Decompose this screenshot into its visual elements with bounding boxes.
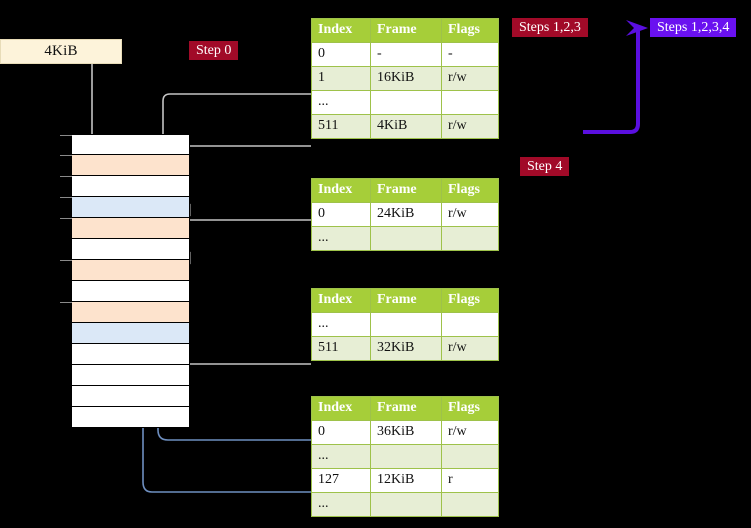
memory-frame-row (60, 134, 190, 155)
table-cell: ... (311, 312, 371, 337)
table-cell: 1 (311, 66, 371, 91)
table-cell: 0 (311, 202, 371, 227)
frame-size-banner: 4KiB (0, 39, 122, 64)
badge-steps-123: Steps 1,2,3 (512, 18, 588, 37)
frame-tick-mark (60, 197, 72, 198)
table-row: ... (311, 444, 499, 469)
column-header-index: Index (311, 288, 371, 313)
frame-tick-mark (60, 176, 72, 177)
table-cell: - (441, 42, 499, 67)
memory-frame-row (71, 386, 190, 407)
table-cell: r/w (441, 114, 499, 139)
table-cell: r/w (441, 202, 499, 227)
memory-frame-row (60, 218, 190, 239)
table-cell: 16KiB (370, 66, 442, 91)
frame-size-label: 4KiB (44, 43, 78, 59)
badge-step-4: Step 4 (520, 157, 570, 176)
column-header-flags: Flags (441, 288, 499, 313)
column-header-flags: Flags (441, 18, 499, 43)
table-row: ... (311, 312, 499, 337)
memory-frame-row (60, 176, 190, 197)
table-cell (441, 312, 499, 337)
table-row: ... (311, 226, 499, 251)
table-cell (370, 312, 442, 337)
table-cell: 0 (311, 42, 371, 67)
column-header-flags: Flags (441, 178, 499, 203)
frame-tick-mark (60, 260, 72, 261)
physical-memory-column (60, 134, 190, 428)
table-cell: r/w (441, 336, 499, 361)
column-header-index: Index (311, 178, 371, 203)
table-cell (370, 90, 442, 115)
badge-step-0: Step 0 (189, 41, 239, 60)
badge-steps-1234: Steps 1,2,3,4 (650, 18, 737, 37)
table-cell: ... (311, 226, 371, 251)
memory-frame-row (71, 239, 190, 260)
table-cell: 511 (311, 114, 371, 139)
table-cell: - (370, 42, 442, 67)
memory-frame-row (71, 407, 190, 428)
table-cell: 24KiB (370, 202, 442, 227)
table-cell: 12KiB (370, 468, 442, 493)
memory-frame-row (60, 260, 190, 281)
table-cell: ... (311, 492, 371, 517)
column-header-index: Index (311, 18, 371, 43)
memory-frame-row (71, 344, 190, 365)
memory-frame-row (71, 365, 190, 386)
column-header-frame: Frame (370, 18, 442, 43)
table-cell: 32KiB (370, 336, 442, 361)
table-row: 0-- (311, 42, 499, 67)
memory-frame-row (60, 197, 190, 218)
table-cell: 127 (311, 468, 371, 493)
frame-tick-mark (60, 218, 72, 219)
table-cell (441, 444, 499, 469)
table-cell: ... (311, 444, 371, 469)
table-cell: 36KiB (370, 420, 442, 445)
table-cell (370, 492, 442, 517)
table-cell: r (441, 468, 499, 493)
column-header-frame: Frame (370, 178, 442, 203)
table-cell (441, 492, 499, 517)
table-row: ... (311, 492, 499, 517)
table-cell (370, 226, 442, 251)
frame-tick-mark (60, 155, 72, 156)
table-cell (441, 90, 499, 115)
table-cell: 511 (311, 336, 371, 361)
table-row: ... (311, 90, 499, 115)
column-header-index: Index (311, 396, 371, 421)
table-cell: 0 (311, 420, 371, 445)
table-cell (441, 226, 499, 251)
table-cell (370, 444, 442, 469)
memory-frame-row (60, 302, 190, 323)
table-cell: 4KiB (370, 114, 442, 139)
table-cell: r/w (441, 66, 499, 91)
frame-tick-mark (60, 135, 72, 136)
memory-frame-row (71, 323, 190, 344)
column-header-frame: Frame (370, 396, 442, 421)
column-header-frame: Frame (370, 288, 442, 313)
memory-frame-row (71, 281, 190, 302)
column-header-flags: Flags (441, 396, 499, 421)
frame-tick-mark (60, 302, 72, 303)
table-cell: r/w (441, 420, 499, 445)
memory-frame-row (60, 155, 190, 176)
table-cell: ... (311, 90, 371, 115)
